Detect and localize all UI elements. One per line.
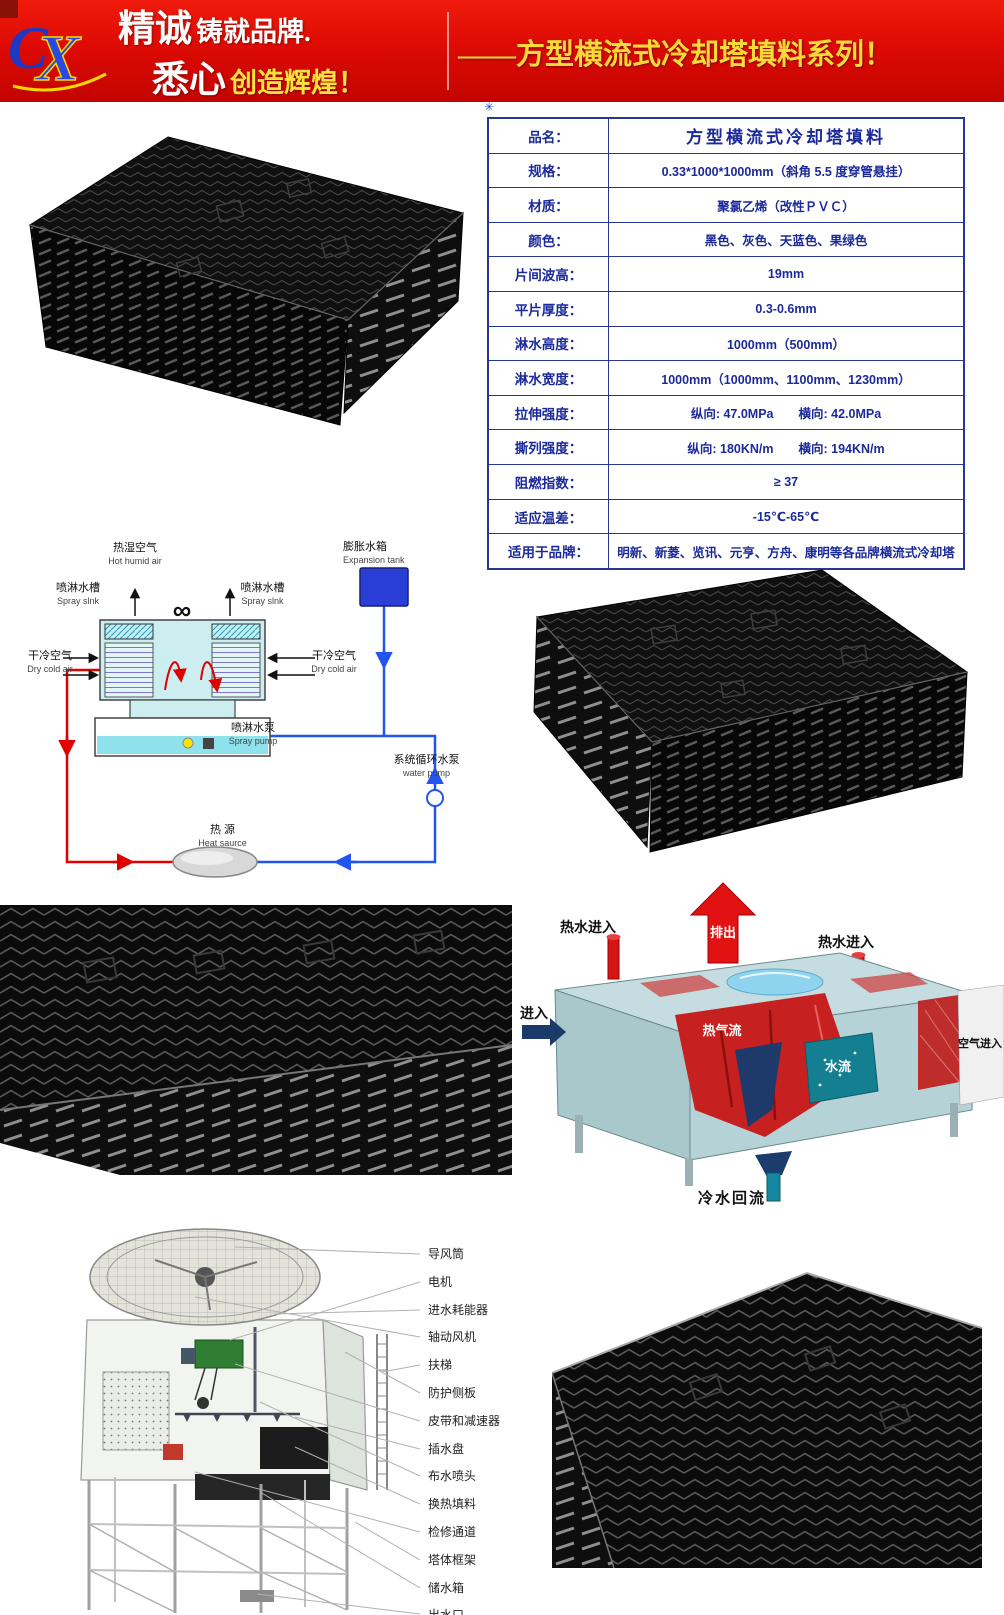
label-spray-sink-left: 喷淋水槽 Spray slnk	[56, 582, 100, 606]
svg-text:X: X	[34, 22, 82, 95]
spec-value: 19mm	[767, 267, 805, 282]
structure-label: 检修通道	[428, 1525, 477, 1539]
structure-label: 储水箱	[428, 1581, 465, 1595]
label-dry-cold-air-left: 干冷空气 Dry cold air	[27, 650, 73, 674]
label-cold-water-return: 冷水回流	[698, 1190, 767, 1207]
table-row: 规格： 0.33*1000*1000mm（斜角 5.5 度穿管悬挂）	[489, 153, 963, 189]
slogan-line2-strong: 悉心	[152, 60, 226, 101]
tower-cutaway-diagram: 排出 热气流 水流 空气进入 热水进入 热水进入 进入 冷水回流	[520, 875, 1004, 1210]
spec-label: 品名：	[489, 119, 609, 153]
table-row: 适用于品牌： 明新、新菱、览讯、元亨、方舟、康明等各品牌横流式冷却塔	[489, 534, 963, 568]
brand-logo-icon: C X	[8, 15, 107, 96]
top-banner: C X 精诚铸就品牌. 悉心创造辉煌！ ——方型横流式冷却塔填料系列！	[0, 0, 1004, 102]
spec-label: 淋水宽度：	[489, 361, 609, 395]
label-hot-air-flow: 热气流	[702, 1023, 741, 1038]
structure-label: 布水喷头	[428, 1469, 477, 1483]
structure-label: 进水耗能器	[428, 1303, 489, 1317]
table-row: 片间波高： 19mm	[489, 257, 963, 293]
tower-structure-diagram	[45, 1222, 420, 1615]
svg-text:∞: ∞	[173, 595, 192, 625]
spec-table: 品名： 方型横流式冷却塔填料 规格： 0.33*1000*1000mm（斜角 5…	[487, 117, 965, 570]
label-water-pump: 系统循环水泵 water pump	[393, 754, 460, 778]
fill-material-closeup-photo-2	[552, 1268, 982, 1568]
label-air-in-partial: 进入	[520, 1005, 548, 1021]
label-dry-cold-air-right: 干冷空气 Dry cold air	[311, 650, 357, 674]
slogan-line1-rest: 铸就品牌.	[196, 17, 311, 47]
spec-label: 规格：	[489, 153, 609, 188]
sparkle-icon: ✳	[484, 100, 495, 114]
spec-label: 平片厚度：	[489, 292, 609, 326]
label-heat-source: 热 源 Heat saurce	[198, 824, 247, 848]
spec-label: 淋水高度：	[489, 326, 609, 361]
label-spray-sink-right: 喷淋水槽 Spray slnk	[240, 582, 285, 606]
label-hot-humid-air: 热湿空气 Hot humid air	[108, 542, 162, 566]
structure-label: 防护侧板	[428, 1386, 477, 1400]
slogan-line1-strong: 精诚	[118, 9, 192, 50]
slogan-line2-rest: 创造辉煌！	[230, 68, 365, 98]
structure-label: 出水口	[428, 1608, 465, 1615]
structure-label: 皮带和减速器	[428, 1414, 501, 1428]
fill-material-photo-1	[18, 125, 470, 490]
spec-value: 聚氯乙烯（改性ＰＶＣ）	[717, 199, 855, 214]
label-exhaust: 排出	[710, 925, 736, 940]
table-row: 平片厚度： 0.3-0.6mm	[489, 292, 963, 327]
spec-value: -15℃-65℃	[752, 510, 820, 524]
label-air-in-right: 空气进入	[958, 1036, 1002, 1050]
series-title: ——方型横流式冷却塔填料系列！	[458, 39, 894, 71]
spec-label: 阻燃指数：	[489, 465, 609, 499]
corner-square-decor	[0, 0, 18, 18]
label-hot-water-in-left: 热水进入	[560, 919, 616, 935]
structure-label: 导风筒	[428, 1247, 465, 1261]
spec-value: 明新、新菱、览讯、元亨、方舟、康明等各品牌横流式冷却塔	[617, 545, 955, 560]
fill-material-photo-2	[502, 562, 980, 877]
spec-value: 0.3-0.6mm	[755, 301, 817, 316]
structure-label: 塔体框架	[428, 1553, 477, 1567]
brand-logo: C X	[8, 4, 112, 98]
table-row: 适应温差： -15℃-65℃	[489, 499, 963, 535]
structure-label: 扶梯	[428, 1358, 453, 1372]
cutaway-graphic: 排出 热气流 水流 空气进入	[522, 882, 1004, 1202]
table-row: 淋水宽度： 1000mm（1000mm、1100mm、1230mm）	[489, 361, 963, 396]
table-row: 撕列强度： 纵向: 180KN/m 横向: 194KN/m	[489, 430, 963, 466]
spec-label: 片间波高：	[489, 257, 609, 292]
table-row: 颜色： 黑色、灰色、天蓝色、果绿色	[489, 222, 963, 258]
table-row: 材质： 聚氯乙烯（改性ＰＶＣ）	[489, 188, 963, 223]
spec-label: 拉伸强度：	[489, 395, 609, 430]
label-spray-pump: 喷淋水泵 Spray pump	[228, 722, 278, 746]
spec-value: 1000mm（1000mm、1100mm、1230mm）	[661, 372, 911, 387]
spec-value: 0.33*1000*1000mm（斜角 5.5 度穿管悬挂）	[661, 164, 911, 179]
spec-label: 颜色：	[489, 222, 609, 257]
structure-label: 轴动风机	[428, 1330, 477, 1344]
spec-value: ≥ 37	[773, 474, 799, 489]
spec-label: 撕列强度：	[489, 430, 609, 465]
label-expansion-tank: 膨胀水箱 Expansion tank	[343, 541, 405, 565]
svg-text:C: C	[8, 15, 49, 81]
spec-value: 黑色、灰色、天蓝色、果绿色	[704, 234, 868, 249]
fill-material-closeup-photo	[0, 905, 512, 1175]
slogan-line-1: 精诚铸就品牌.	[118, 8, 448, 59]
principle-graphic: ∞	[58, 567, 444, 878]
spec-label: 材质：	[489, 188, 609, 222]
table-row: 拉伸强度： 纵向: 47.0MPa 横向: 42.0MPa	[489, 395, 963, 431]
structure-graphic	[80, 1228, 420, 1615]
table-row: 淋水高度： 1000mm（500mm）	[489, 326, 963, 362]
structure-label: 换热填料	[428, 1497, 477, 1511]
banner-divider	[447, 12, 449, 90]
structure-label: 电机	[428, 1275, 453, 1289]
label-hot-water-in-right: 热水进入	[818, 934, 874, 950]
spec-value: 纵向: 47.0MPa 横向: 42.0MPa	[690, 407, 882, 422]
spec-value: 方型横流式冷却塔填料	[686, 128, 886, 148]
structure-label: 插水盘	[428, 1442, 465, 1456]
spec-label: 适用于品牌：	[489, 534, 609, 568]
spec-value: 纵向: 180KN/m 横向: 194KN/m	[687, 441, 885, 456]
table-row: 阻燃指数： ≥ 37	[489, 465, 963, 500]
slogan-line-2: 悉心创造辉煌！	[118, 59, 448, 110]
spec-label: 适应温差：	[489, 499, 609, 534]
working-principle-diagram: ∞ 热湿空气 Hot humid air 喷淋水槽 Spray slnk	[15, 540, 470, 890]
spec-value: 1000mm（500mm）	[726, 337, 846, 352]
label-water-flow: 水流	[825, 1059, 851, 1074]
table-row: 品名： 方型横流式冷却塔填料	[489, 119, 963, 154]
brand-slogan: 精诚铸就品牌. 悉心创造辉煌！	[118, 8, 448, 110]
